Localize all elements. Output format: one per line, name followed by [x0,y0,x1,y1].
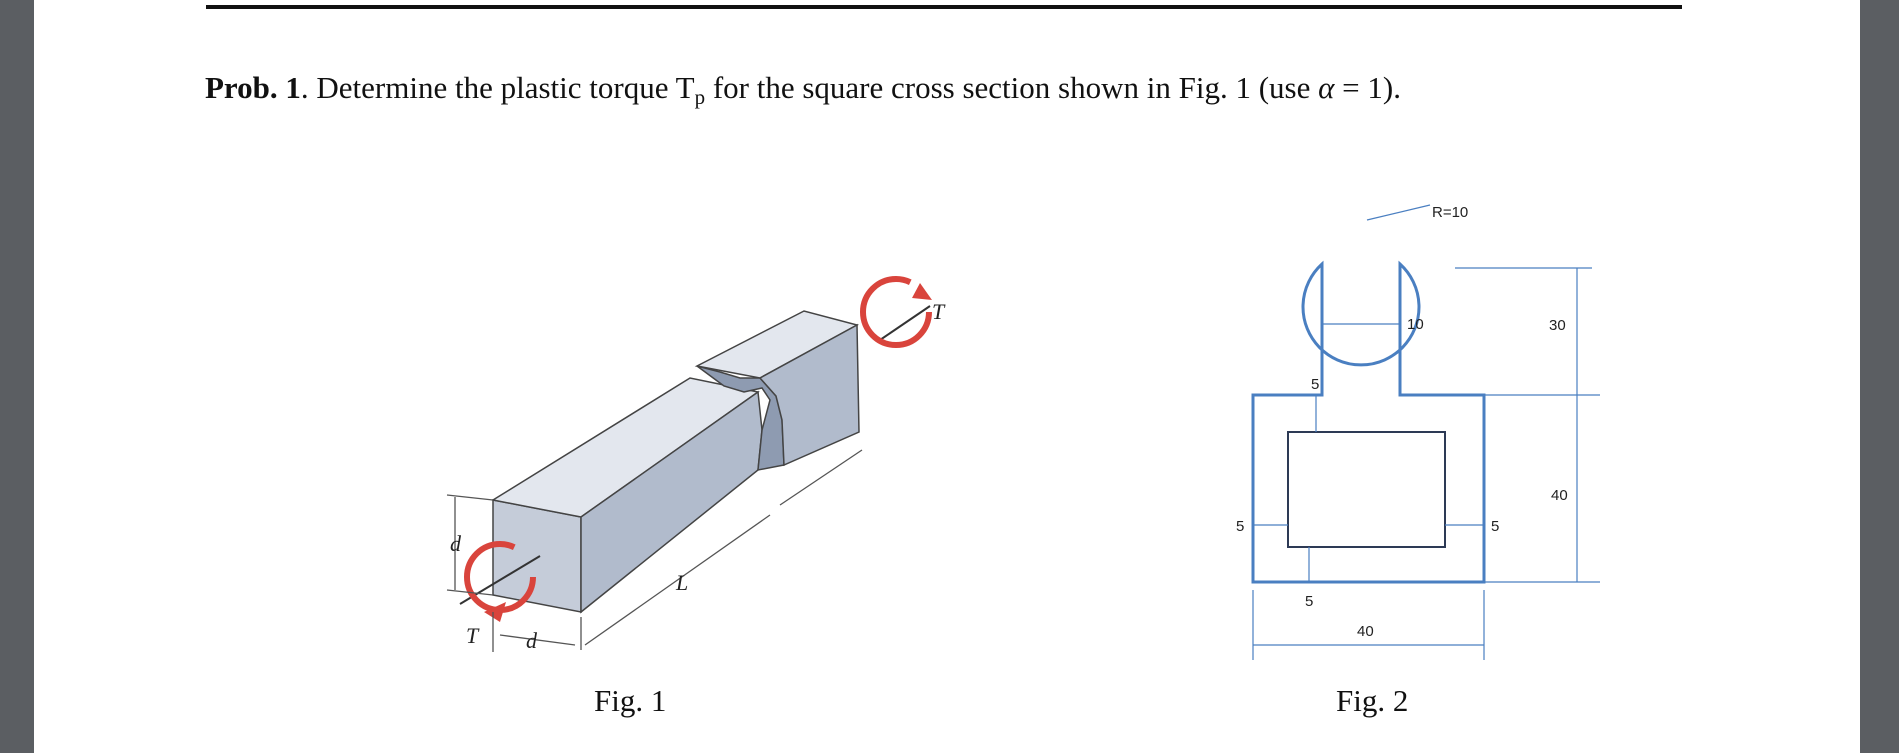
fig2-section [1251,204,1486,584]
alpha-symbol: α [1318,70,1335,105]
label-d-bottom: d [526,628,538,653]
bar-axis-right [879,305,931,341]
section-outline [1251,260,1486,584]
fig2-dim-lines [1252,267,1600,660]
torque-arrow-left [464,541,536,622]
fig2-caption: Fig. 2 [1336,683,1409,718]
dim-box-width: 40 [1357,623,1374,640]
inner-cavity [1287,431,1446,548]
problem-subscript: p [694,85,706,109]
dim-wall-left: 5 [1236,518,1244,535]
problem-statement: Prob. 1. Determine the plastic torque Tp… [205,70,1605,110]
document-page [34,0,1860,753]
label-T-left: T [466,623,480,648]
dim-wall-bottom: 5 [1305,593,1313,610]
label-T-right: T [932,299,946,324]
dim-top-height: 30 [1549,317,1566,334]
problem-text-2: for the square cross section shown in Fi… [705,70,1319,105]
radius-line [1366,204,1431,221]
bar-right-side [758,323,860,467]
dim-wall-right: 5 [1491,518,1499,535]
label-d-side: d [450,531,462,556]
bar-break-face [696,365,785,471]
top-rule [206,5,1682,9]
fig1-caption: Fig. 1 [594,683,667,718]
alpha-value: = 1). [1334,70,1401,105]
torque-arrow-right [860,276,932,348]
fig1-bar [459,305,931,614]
label-L: L [675,570,688,595]
fig1-dimensions [446,449,863,652]
problem-label: Prob. 1 [205,70,301,105]
bar-front-face [492,499,582,613]
dim-wall-top: 5 [1311,376,1319,393]
dim-neck-width: 10 [1407,316,1424,333]
problem-text-1: . Determine the plastic torque T [300,70,695,105]
dim-box-height: 40 [1551,487,1568,504]
dim-radius: R=10 [1432,204,1468,221]
